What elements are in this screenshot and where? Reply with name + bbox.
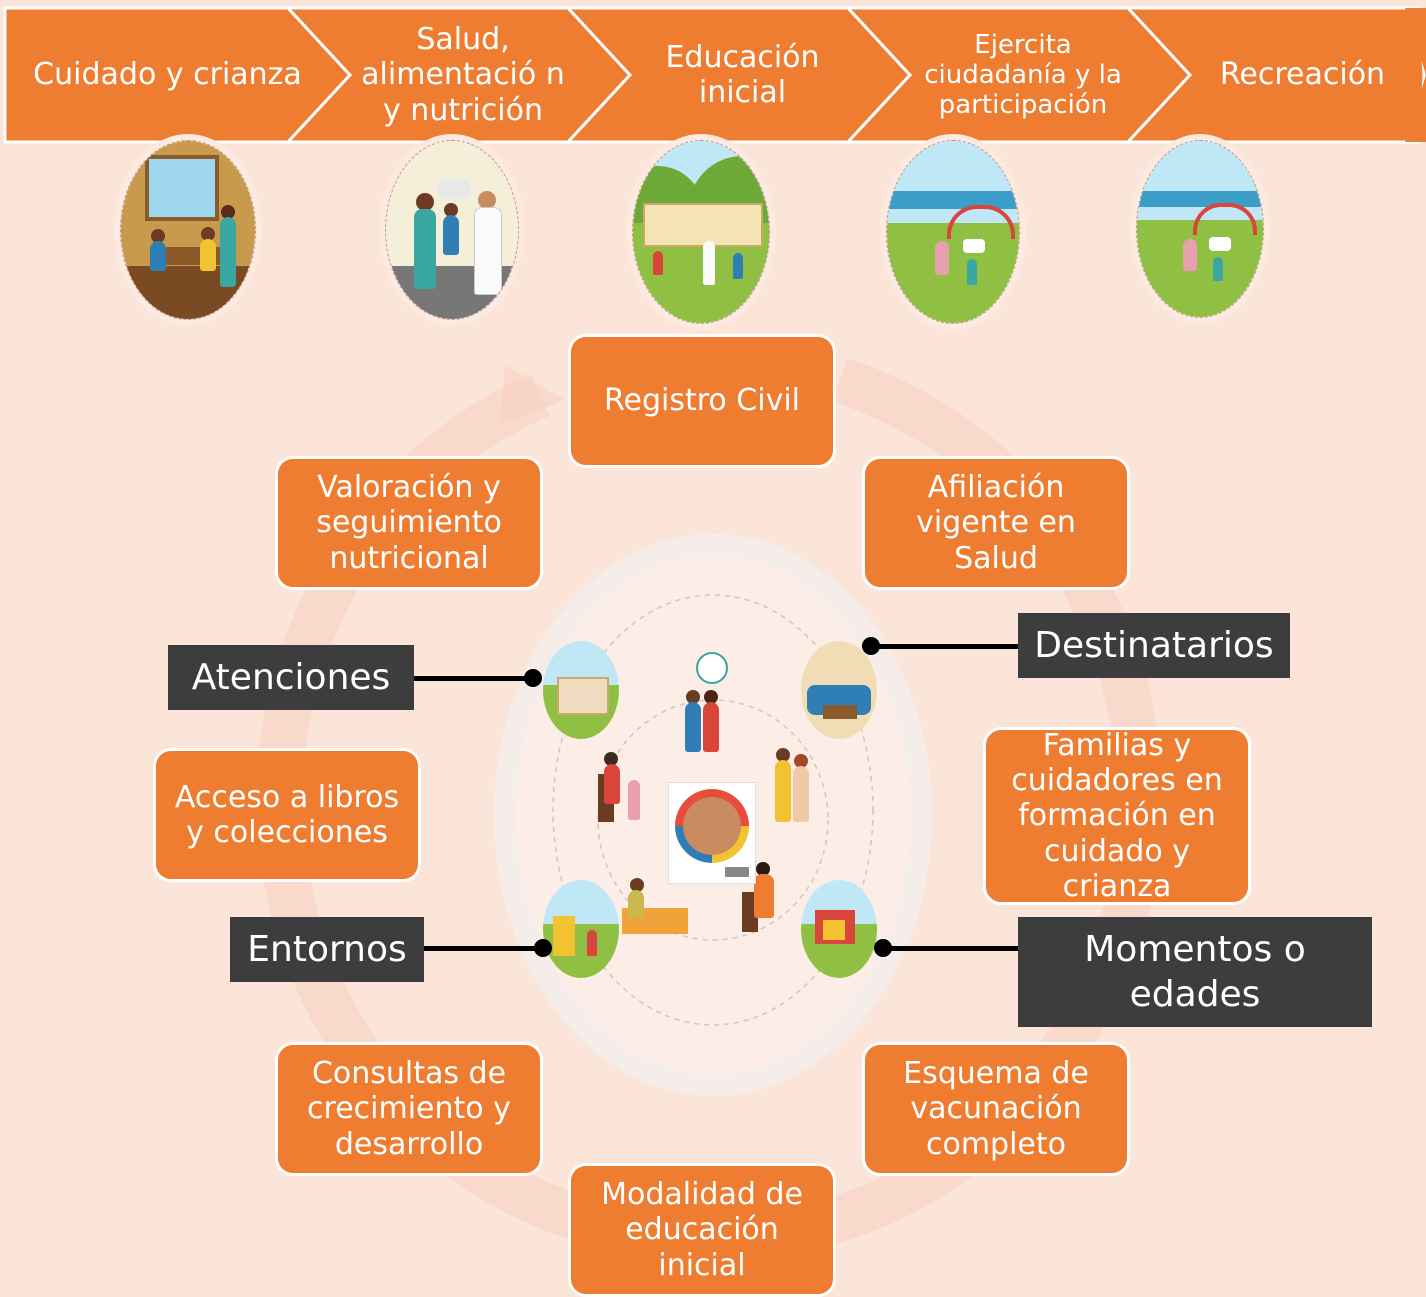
park-recreation-illustration — [1136, 140, 1264, 318]
box-modalidad-educacion: Modalidad de educación inicial — [568, 1163, 836, 1297]
box-familias-cuidadores: Familias y cuidadores en formación en cu… — [983, 727, 1251, 905]
mini-home-illustration — [801, 880, 877, 978]
chevron-label-salud: Salud, alimentació n y nutrición — [361, 21, 565, 128]
connector-dot-destinatarios — [862, 637, 880, 655]
label-momentos-edades: Momentos o edades — [1018, 917, 1372, 1027]
connector-dot-atenciones — [524, 669, 542, 687]
box-esquema-vacunacion: Esquema de vacunación completo — [862, 1042, 1130, 1176]
school-playground-illustration — [632, 140, 770, 324]
chevron-label-ciudadania: Ejercita ciudadanía y la participación — [924, 29, 1122, 121]
mini-family-room-illustration — [801, 641, 877, 739]
doctor-visit-illustration — [385, 140, 519, 320]
label-entornos: Entornos — [230, 917, 424, 982]
connector-momentos — [884, 946, 1018, 951]
box-acceso-libros: Acceso a libros y colecciones — [153, 748, 421, 882]
park-community-illustration — [886, 140, 1020, 324]
connector-entornos — [424, 946, 544, 951]
box-valoracion-nutricional: Valoración y seguimiento nutricional — [275, 456, 543, 590]
chevron-label-educacion: Educación inicial — [665, 39, 820, 110]
box-consultas-crecimiento: Consultas de crecimiento y desarrollo — [275, 1042, 543, 1176]
pregnancy-bubble-icon — [696, 652, 728, 684]
mini-school-illustration — [543, 641, 619, 739]
connector-dot-entornos — [534, 939, 552, 957]
center-children-photo — [668, 782, 756, 884]
box-registro-civil: Registro Civil — [568, 334, 836, 468]
connector-atenciones — [414, 676, 534, 681]
connector-dot-momentos — [874, 939, 892, 957]
chevron-label-recreacion: Recreación — [1219, 57, 1386, 93]
label-destinatarios: Destinatarios — [1018, 613, 1290, 678]
connector-destinatarios — [878, 644, 1018, 649]
box-afiliacion-salud: Afiliación vigente en Salud — [862, 456, 1130, 590]
chevron-banner — [3, 6, 1426, 144]
family-kitchen-illustration — [120, 140, 256, 320]
chevron-label-cuidado: Cuidado y crianza — [33, 57, 302, 93]
label-atenciones: Atenciones — [168, 645, 414, 710]
mini-park-illustration — [543, 880, 619, 978]
